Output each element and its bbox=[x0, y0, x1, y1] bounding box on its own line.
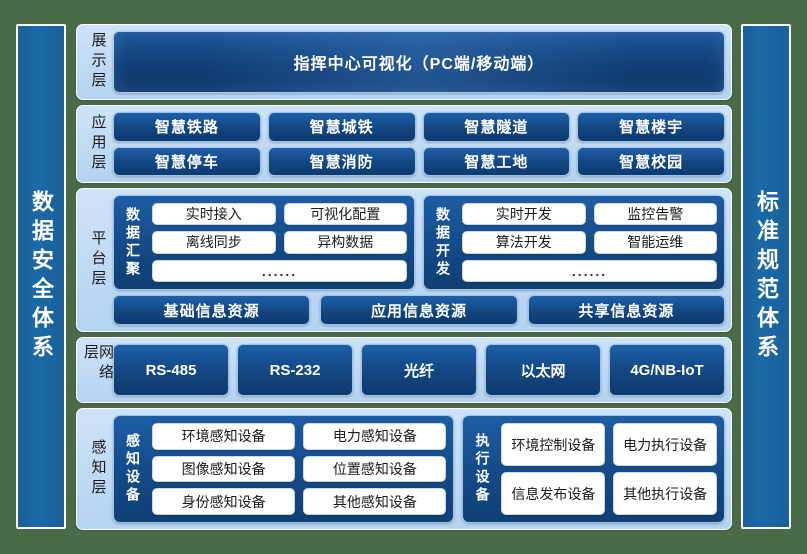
group-data-development: 数据开发 实时开发 监控告警 算法开发 智能运维 bbox=[423, 195, 725, 290]
group-data-aggregation-title: 数据汇聚 bbox=[121, 203, 145, 282]
group-execution-devices-grid: 环境控制设备 电力执行设备 信息发布设备 其他执行设备 bbox=[501, 423, 718, 515]
layer-perception-label: 感知层 bbox=[83, 415, 113, 523]
layer-display-body: 指挥中心可视化（PC端/移动端） bbox=[113, 31, 725, 93]
layer-display-label-text: 展示层 bbox=[89, 32, 107, 92]
sensing-row-1: 环境感知设备 电力感知设备 bbox=[152, 423, 447, 450]
group-sensing-devices: 感知设备 环境感知设备 电力感知设备 图像感知设备 位置感知设备 身份感知设备 bbox=[113, 415, 455, 523]
layer-stack: 展示层 指挥中心可视化（PC端/移动端） 应用层 智慧铁路 智慧城铁 智慧隧道 … bbox=[76, 24, 732, 530]
network-item-ethernet[interactable]: 以太网 bbox=[485, 344, 601, 396]
layer-network-label-text: 网络层 bbox=[82, 344, 114, 384]
layer-perception-label-text: 感知层 bbox=[89, 439, 107, 499]
data-aggregation-heterogeneous-data[interactable]: 异构数据 bbox=[283, 231, 407, 254]
layer-platform-label: 平台层 bbox=[83, 195, 113, 325]
execution-environment-control-device[interactable]: 环境控制设备 bbox=[501, 423, 606, 466]
group-data-development-title: 数据开发 bbox=[431, 203, 455, 282]
right-pillar-label: 标准规范体系 bbox=[754, 189, 779, 364]
sensing-location-device[interactable]: 位置感知设备 bbox=[303, 455, 447, 483]
layer-network: 网络层 RS-485 RS-232 光纤 以太网 4G/NB-IoT bbox=[76, 337, 732, 403]
app-item-smart-firefighting[interactable]: 智慧消防 bbox=[267, 146, 416, 176]
app-item-smart-tunnel[interactable]: 智慧隧道 bbox=[422, 112, 571, 142]
app-item-smart-building[interactable]: 智慧楼宇 bbox=[577, 112, 725, 142]
platform-resources-row: 基础信息资源 应用信息资源 共享信息资源 bbox=[113, 295, 725, 325]
layer-display: 展示层 指挥中心可视化（PC端/移动端） bbox=[76, 24, 732, 100]
resource-application-information[interactable]: 应用信息资源 bbox=[320, 295, 518, 325]
sensing-identity-device[interactable]: 身份感知设备 bbox=[152, 488, 296, 516]
layer-network-label: 网络层 bbox=[82, 344, 114, 396]
group-data-aggregation-grid: 实时接入 可视化配置 离线同步 异构数据 ...... bbox=[152, 203, 407, 282]
command-center-visualization-banner: 指挥中心可视化（PC端/移动端） bbox=[113, 31, 725, 93]
right-pillar-standard-specification: 标准规范体系 bbox=[741, 24, 791, 529]
application-row-2: 智慧停车 智慧消防 智慧工地 智慧校园 bbox=[113, 146, 725, 176]
group-data-aggregation-title-text: 数据汇聚 bbox=[125, 206, 141, 279]
data-aggregation-row-1: 实时接入 可视化配置 bbox=[152, 203, 407, 226]
sensing-environment-device[interactable]: 环境感知设备 bbox=[152, 423, 296, 450]
layer-network-body: RS-485 RS-232 光纤 以太网 4G/NB-IoT bbox=[113, 344, 725, 396]
layer-platform: 平台层 数据汇聚 实时接入 可视化配置 bbox=[76, 188, 732, 332]
app-item-smart-parking[interactable]: 智慧停车 bbox=[113, 146, 261, 176]
group-data-development-title-text: 数据开发 bbox=[435, 206, 451, 279]
left-pillar-label: 数据安全体系 bbox=[29, 189, 54, 364]
app-item-smart-railway[interactable]: 智慧铁路 bbox=[113, 112, 261, 142]
layer-application: 应用层 智慧铁路 智慧城铁 智慧隧道 智慧楼宇 智慧停车 智慧消防 智慧工地 智… bbox=[76, 105, 732, 183]
app-item-smart-campus[interactable]: 智慧校园 bbox=[577, 146, 725, 176]
data-aggregation-offline-sync[interactable]: 离线同步 bbox=[152, 231, 276, 254]
data-development-row-3: ...... bbox=[462, 259, 717, 282]
data-aggregation-realtime-ingest[interactable]: 实时接入 bbox=[152, 203, 276, 226]
data-aggregation-visual-config[interactable]: 可视化配置 bbox=[283, 203, 407, 226]
data-development-more[interactable]: ...... bbox=[462, 259, 717, 282]
execution-row-2: 信息发布设备 其他执行设备 bbox=[501, 472, 718, 515]
data-aggregation-more[interactable]: ...... bbox=[152, 259, 407, 282]
group-sensing-devices-title-text: 感知设备 bbox=[125, 433, 141, 505]
layer-perception-body: 感知设备 环境感知设备 电力感知设备 图像感知设备 位置感知设备 身份感知设备 bbox=[113, 415, 725, 523]
data-development-realtime-dev[interactable]: 实时开发 bbox=[462, 203, 586, 226]
network-items-row: RS-485 RS-232 光纤 以太网 4G/NB-IoT bbox=[113, 344, 725, 396]
resource-basic-information[interactable]: 基础信息资源 bbox=[113, 295, 311, 325]
sensing-power-device[interactable]: 电力感知设备 bbox=[303, 423, 447, 450]
application-row-1: 智慧铁路 智慧城铁 智慧隧道 智慧楼宇 bbox=[113, 112, 725, 142]
execution-row-1: 环境控制设备 电力执行设备 bbox=[501, 423, 718, 466]
execution-power-device[interactable]: 电力执行设备 bbox=[613, 423, 718, 466]
sensing-image-device[interactable]: 图像感知设备 bbox=[152, 455, 296, 483]
group-sensing-devices-title: 感知设备 bbox=[121, 423, 145, 515]
layer-perception: 感知层 感知设备 环境感知设备 电力感知设备 图像感知设备 bbox=[76, 408, 732, 530]
data-aggregation-row-2: 离线同步 异构数据 bbox=[152, 231, 407, 254]
group-data-aggregation: 数据汇聚 实时接入 可视化配置 离线同步 异构数据 bbox=[113, 195, 415, 290]
network-item-rs232[interactable]: RS-232 bbox=[237, 344, 353, 396]
network-item-4g-nbiot[interactable]: 4G/NB-IoT bbox=[609, 344, 725, 396]
layer-application-label-text: 应用层 bbox=[89, 114, 107, 174]
layer-application-label: 应用层 bbox=[83, 112, 113, 176]
left-pillar-data-security: 数据安全体系 bbox=[16, 24, 66, 529]
data-development-row-1: 实时开发 监控告警 bbox=[462, 203, 717, 226]
data-development-row-2: 算法开发 智能运维 bbox=[462, 231, 717, 254]
data-aggregation-row-3: ...... bbox=[152, 259, 407, 282]
data-development-intelligent-ops[interactable]: 智能运维 bbox=[593, 231, 717, 254]
sensing-other-device[interactable]: 其他感知设备 bbox=[303, 488, 447, 516]
group-execution-devices-title-text: 执行设备 bbox=[474, 433, 491, 505]
network-item-rs485[interactable]: RS-485 bbox=[113, 344, 229, 396]
execution-other-device[interactable]: 其他执行设备 bbox=[613, 472, 718, 515]
group-execution-devices: 执行设备 环境控制设备 电力执行设备 信息发布设备 其他执行设备 bbox=[462, 415, 725, 523]
layer-application-body: 智慧铁路 智慧城铁 智慧隧道 智慧楼宇 智慧停车 智慧消防 智慧工地 智慧校园 bbox=[113, 112, 725, 176]
app-item-smart-metro[interactable]: 智慧城铁 bbox=[267, 112, 416, 142]
group-sensing-devices-grid: 环境感知设备 电力感知设备 图像感知设备 位置感知设备 身份感知设备 其他感知设… bbox=[152, 423, 447, 516]
resource-shared-information[interactable]: 共享信息资源 bbox=[527, 295, 725, 325]
layer-platform-body: 数据汇聚 实时接入 可视化配置 离线同步 异构数据 bbox=[113, 195, 725, 325]
data-development-monitoring-alarm[interactable]: 监控告警 bbox=[593, 203, 717, 226]
sensing-row-3: 身份感知设备 其他感知设备 bbox=[152, 488, 447, 516]
layer-platform-label-text: 平台层 bbox=[89, 230, 107, 290]
data-development-algorithm-dev[interactable]: 算法开发 bbox=[462, 231, 586, 254]
network-item-optical-fiber[interactable]: 光纤 bbox=[361, 344, 477, 396]
layer-display-label: 展示层 bbox=[83, 31, 113, 93]
group-execution-devices-title: 执行设备 bbox=[470, 423, 494, 515]
sensing-row-2: 图像感知设备 位置感知设备 bbox=[152, 455, 447, 483]
platform-groups: 数据汇聚 实时接入 可视化配置 离线同步 异构数据 bbox=[113, 195, 725, 290]
app-item-smart-construction-site[interactable]: 智慧工地 bbox=[422, 146, 571, 176]
group-data-development-grid: 实时开发 监控告警 算法开发 智能运维 ...... bbox=[462, 203, 717, 282]
execution-information-release-device[interactable]: 信息发布设备 bbox=[501, 472, 606, 515]
